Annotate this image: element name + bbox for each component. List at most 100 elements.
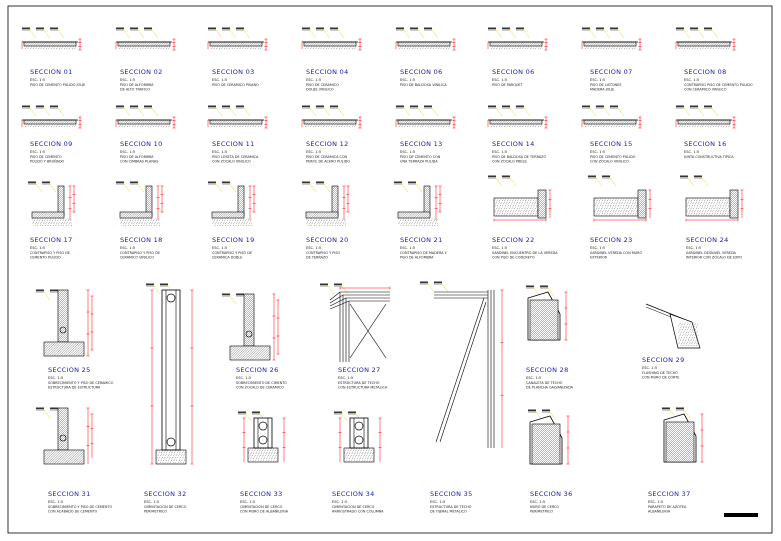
section-description: CIMENTACION DE CERCO (144, 505, 187, 509)
section-scale: ESC. 1:5 (120, 246, 135, 250)
section-description: PISO DE BALDOSA DE TERRAZO (492, 155, 546, 159)
section-title: SECCION 12 (306, 140, 349, 148)
section-scale: ESC. 1:5 (30, 246, 45, 250)
section-title: SECCION 03 (212, 68, 255, 76)
section-title: SECCION 17 (30, 236, 73, 244)
section-title: SECCION 02 (120, 68, 163, 76)
section-title: SECCION 24 (686, 236, 729, 244)
section-scale: ESC. 1:5 (120, 78, 135, 82)
section-scale: ESC. 1:5 (120, 150, 135, 154)
section-title: SECCION 14 (492, 140, 535, 148)
section-description: PISO DE ALFOMBRA (400, 256, 434, 260)
section-description: CON ZOCALO VINILICO (590, 160, 629, 164)
section-title: SECCION 04 (306, 68, 349, 76)
section-description: PISO DE CERAMICA CON (306, 155, 348, 159)
section-title: SECCION 08 (684, 68, 727, 76)
section-description: PULIDO Y BRUÑADO (30, 159, 65, 164)
section-scale: ESC. 1:5 (526, 376, 541, 380)
section-scale: ESC. 1:5 (492, 150, 507, 154)
scale-bar (724, 513, 758, 517)
section-description: CON CERAMICO VINILICO (684, 88, 727, 92)
section-title: SECCION 29 (642, 356, 685, 364)
section-description: PISO DE LISTONES (590, 83, 621, 87)
sheet-border (7, 5, 773, 534)
section-title: SECCION 06 (400, 68, 443, 76)
section-description: SOBRECIMIENTO Y PISO DE CEMENTO (48, 505, 113, 509)
section-description: INTERIOR CON ZOCALO DE EXPO (686, 256, 742, 260)
section-scale: ESC. 1:5 (212, 246, 227, 250)
section-description: PISO DE CERAMICO PISANO (212, 83, 259, 87)
section-title: SECCION 21 (400, 236, 443, 244)
section-title: SECCION 34 (332, 490, 375, 498)
section-description: PERFIL DE ACERO PULIDO (306, 160, 350, 164)
section-description: PISO DE CEMENTO PULIDO (590, 155, 636, 159)
section-description: ESTRUCTURA DE ESTRUCTURA (48, 386, 101, 390)
section-description: CONTRAPISO DE MADERA Y (400, 251, 448, 255)
section-title: SECCION 09 (30, 140, 73, 148)
section-description: ESTRUCTURA DE TECHO (430, 505, 472, 509)
section-description: CON MURO DE ALBAÑILERIA (240, 509, 289, 514)
section-title: SECCION 19 (212, 236, 255, 244)
section-description: CON ZOCALO DE CERAMICO (236, 386, 284, 390)
section-title: SECCION 18 (120, 236, 163, 244)
section-description: MURO DE CERCO (530, 505, 559, 509)
section-scale: ESC. 1:5 (30, 150, 45, 154)
section-description: PISO DE CERAMICO (306, 83, 339, 87)
section-scale: ESC. 1:5 (642, 366, 657, 370)
section-description: CONTRAPISO PISO DE CEMENTO PULIDO (684, 83, 753, 87)
section-title: SECCION 13 (400, 140, 443, 148)
section-scale: ESC. 1:5 (492, 78, 507, 82)
section-scale: ESC. 1:5 (648, 500, 663, 504)
section-scale: ESC. 1:5 (400, 150, 415, 154)
section-scale: ESC. 1:5 (530, 500, 545, 504)
section-description: PISO DE ALFOMBRA (120, 83, 154, 87)
section-description: CONTRAPISO Y PISO DE (212, 251, 252, 255)
section-description: FLASHING DE TECHO (642, 371, 678, 375)
section-title: SECCION 01 (30, 68, 73, 76)
section-description: PISO DE CEMENTO CON (400, 155, 441, 159)
section-title: SECCION 16 (684, 140, 727, 148)
section-scale: ESC. 1:5 (144, 500, 159, 504)
section-scale: ESC. 1:5 (30, 78, 45, 82)
section-title: SECCION 15 (590, 140, 633, 148)
section-title: SECCION 37 (648, 490, 691, 498)
section-title: SECCION 33 (240, 490, 283, 498)
section-scale: ESC. 1:5 (48, 500, 63, 504)
section-description: CERAMICO VINILICO (120, 256, 154, 260)
section-description: PISO LOSETA DE CERAMICA (212, 155, 259, 159)
section-scale: ESC. 1:5 (686, 246, 701, 250)
section-description: PISO DE CEMENTO (30, 155, 62, 159)
section-description: CIMENTACION DE CERCO (240, 505, 283, 509)
section-scale: ESC. 1:5 (400, 246, 415, 250)
section-description: PERIMETRICO (530, 510, 553, 514)
section-description: CON ZOCALO VINILICO (212, 160, 251, 164)
section-description: DE TERRAZO (306, 256, 328, 260)
section-scale: ESC. 1:5 (338, 376, 353, 380)
section-scale: ESC. 1:5 (400, 78, 415, 82)
section-description: CON MURO DE CORTE (642, 376, 679, 380)
section-description: CONTRAPISO Y PISO DE (30, 251, 70, 255)
section-description: SOBRECIMIENTO DE CIMENTO (236, 381, 287, 385)
